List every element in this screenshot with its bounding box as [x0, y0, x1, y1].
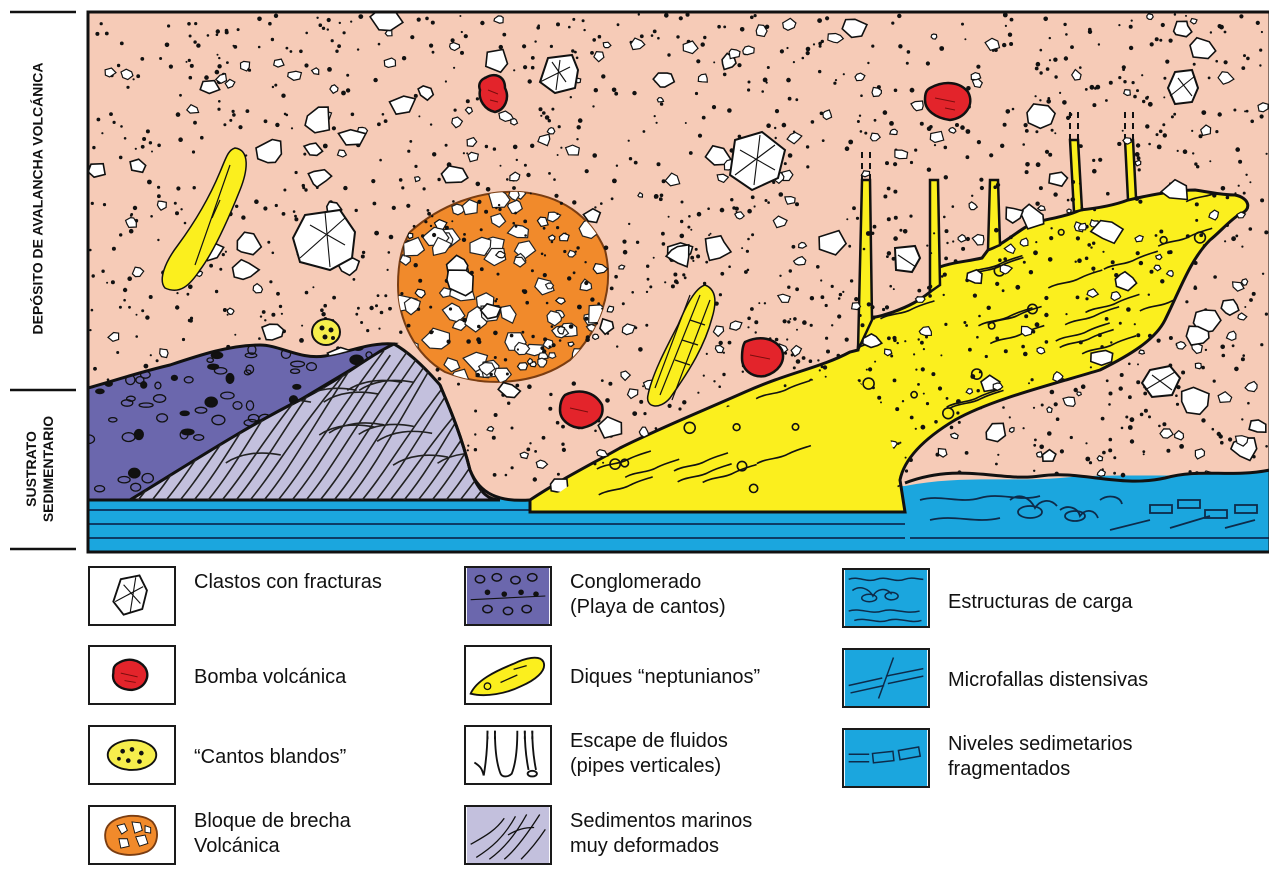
fragmented-layer-icon [842, 728, 930, 788]
microfault-icon [842, 648, 930, 708]
soft-pebble-icon [88, 725, 176, 785]
section-label-substrate: SUSTRATOSEDIMENTARIO [23, 399, 57, 539]
soft-pebble [312, 319, 340, 345]
breccia-block-icon [88, 805, 176, 865]
deformed-sediment-icon [464, 805, 552, 865]
fluid-pipe-icon [464, 725, 552, 785]
load-structure-icon [842, 568, 930, 628]
conglomerate-icon [464, 566, 552, 626]
fractured-clast-icon [88, 566, 176, 626]
section-label-avalanche: DEPÓSITO DE AVALANCHA VOLCÁNICA [30, 29, 47, 369]
volcanic-bomb-icon [88, 645, 176, 705]
neptunian-dike-icon [464, 645, 552, 705]
